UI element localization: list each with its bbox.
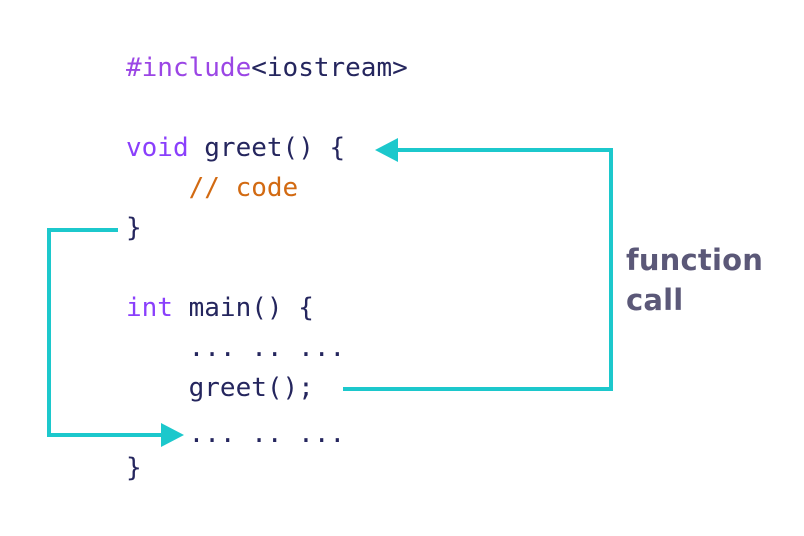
return-arrowhead xyxy=(161,423,184,447)
main-close-line: } xyxy=(126,452,142,484)
main-signature: main() { xyxy=(172,293,314,323)
include-header: <iostream> xyxy=(251,53,408,83)
greet-close-line: } xyxy=(126,212,142,244)
ellipsis-after: ... .. ... xyxy=(126,419,346,449)
greet-call-line: greet(); xyxy=(126,372,314,404)
call-arrowhead xyxy=(375,138,398,162)
main-close-brace: } xyxy=(126,453,142,483)
greet-close-brace: } xyxy=(126,213,142,243)
main-signature-line: int main() { xyxy=(126,292,314,324)
void-keyword: void xyxy=(126,133,189,163)
int-keyword: int xyxy=(126,293,173,323)
greet-signature: greet() { xyxy=(188,133,346,163)
function-call-label: function call xyxy=(626,240,763,320)
ellipsis-before: ... .. ... xyxy=(126,333,346,363)
dots-after-line: ... .. ... xyxy=(126,418,346,450)
include-directive: #include xyxy=(126,53,252,83)
code-comment: // code xyxy=(188,173,299,203)
dots-before-line: ... .. ... xyxy=(126,332,346,364)
include-line: #include<iostream> xyxy=(126,52,408,84)
function-call-label-line2: call xyxy=(626,283,684,317)
greet-body-line: // code xyxy=(126,172,299,204)
greet-call-statement: greet(); xyxy=(126,373,314,403)
function-call-label-line1: function xyxy=(626,243,764,277)
return-arrow-line xyxy=(47,228,165,437)
greet-signature-line: void greet() { xyxy=(126,132,345,164)
call-arrow-line xyxy=(343,148,613,391)
